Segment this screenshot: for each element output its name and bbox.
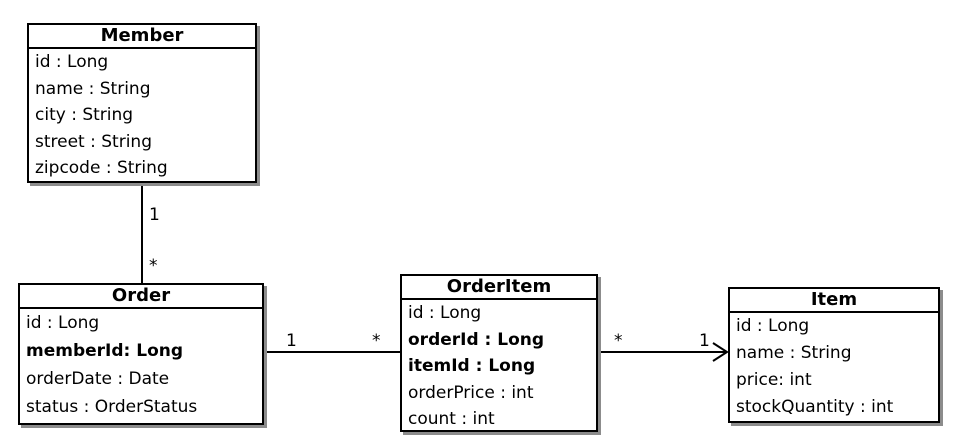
multiplicity-member-one: 1 <box>149 205 160 225</box>
item-class-box: Item id : Long name : String price: int … <box>728 287 940 423</box>
order-attr-status: status : OrderStatus <box>26 397 198 417</box>
member-class-box: Member id : Long name : String city : St… <box>27 23 257 183</box>
order-class-box: Order id : Long memberId: Long orderDate… <box>18 283 264 425</box>
item-attr-price: price: int <box>736 370 812 390</box>
member-attr-city: city : String <box>35 105 134 125</box>
orderitem-attr-item-id: itemId : Long <box>408 356 536 376</box>
member-class-name: Member <box>29 25 255 49</box>
order-attr-member-id: memberId: Long <box>26 341 184 361</box>
orderitem-attributes: id : Long orderId : Long itemId : Long o… <box>402 300 596 433</box>
order-attributes: id : Long memberId: Long orderDate : Dat… <box>20 309 262 421</box>
orderitem-attr-order-id: orderId : Long <box>408 329 545 350</box>
member-attr-zipcode: zipcode : String <box>35 158 168 178</box>
arrow-head-icon <box>712 342 729 362</box>
order-class-name: Order <box>20 285 262 309</box>
multiplicity-order-one: 1 <box>286 331 297 351</box>
multiplicity-order-many: * <box>149 256 158 276</box>
item-attributes: id : Long name : String price: int stock… <box>730 313 938 421</box>
item-attr-stock-quantity: stockQuantity : int <box>736 397 894 417</box>
multiplicity-orderitem-many: * <box>372 331 381 351</box>
member-attr-id: id : Long <box>35 52 109 72</box>
item-attr-id: id : Long <box>736 316 810 336</box>
orderitem-attr-order-price: orderPrice : int <box>408 382 534 403</box>
orderitem-attr-count: count : int <box>408 409 495 429</box>
member-attr-name: name : String <box>35 78 151 99</box>
order-attr-id: id : Long <box>26 313 100 333</box>
orderitem-attr-id: id : Long <box>408 303 482 323</box>
multiplicity-orderitem-many-right: * <box>614 331 623 351</box>
item-attr-name: name : String <box>736 343 852 363</box>
order-attr-order-date: orderDate : Date <box>26 369 170 389</box>
multiplicity-item-one: 1 <box>699 331 710 351</box>
member-attr-street: street : String <box>35 131 152 152</box>
orderitem-class-box: OrderItem id : Long orderId : Long itemI… <box>400 274 598 432</box>
member-attributes: id : Long name : String city : String st… <box>29 49 255 182</box>
item-class-name: Item <box>730 289 938 313</box>
orderitem-class-name: OrderItem <box>402 276 596 300</box>
